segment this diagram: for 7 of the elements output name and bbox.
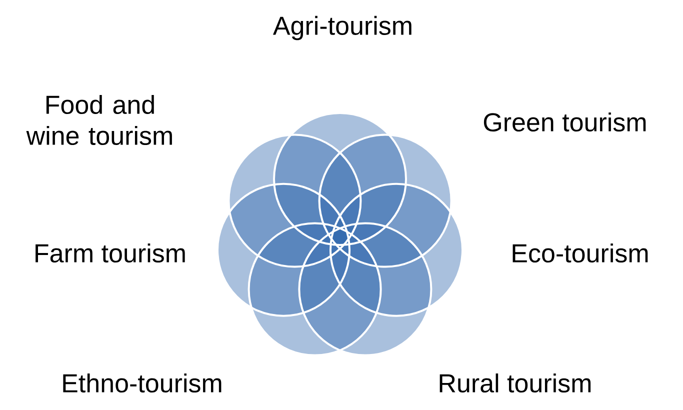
label: Food and wine tourism xyxy=(26,94,172,146)
label: Rural tourism xyxy=(440,373,591,393)
label: Farm tourism xyxy=(36,243,185,263)
label: Ethno-tourism xyxy=(63,373,222,393)
label: Green tourism xyxy=(484,112,646,132)
label: Eco-tourism xyxy=(512,243,648,263)
label: Agri-tourism xyxy=(272,16,412,40)
